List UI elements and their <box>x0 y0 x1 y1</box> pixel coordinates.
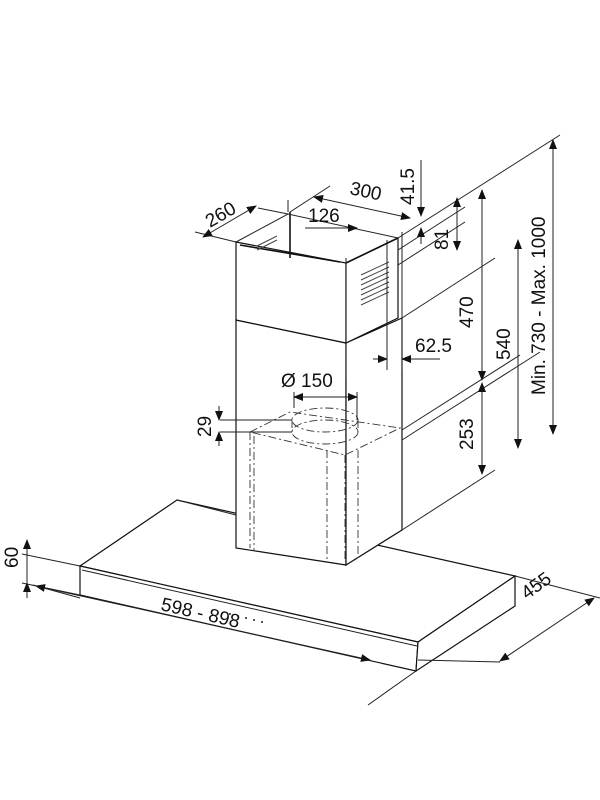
dimension-lines <box>23 139 595 662</box>
upper-chimney <box>235 212 399 344</box>
dim-lower-chimney: 253 <box>457 418 478 450</box>
dim-vent-position: 126 <box>308 206 340 227</box>
dim-canopy-height: 60 <box>2 547 23 568</box>
dim-chimney-width: 300 <box>348 178 383 205</box>
dim-outlet-height: 29 <box>195 416 216 437</box>
dim-wall-offset: 62.5 <box>415 336 452 357</box>
lower-chimney <box>235 317 403 567</box>
dim-top-offset: 41.5 <box>398 168 419 205</box>
vent-grille <box>256 235 390 306</box>
dim-vent-height: 81 <box>432 229 453 250</box>
dim-chimney-depth: 260 <box>202 198 240 232</box>
dim-mount-height: 540 <box>494 328 515 360</box>
dim-outlet-diameter: Ø 150 <box>281 371 333 392</box>
dim-upper-chimney: 470 <box>457 296 478 328</box>
dim-total-height: Min. 730 - Max. 1000 <box>529 217 550 395</box>
dim-depth: 455 <box>518 568 556 604</box>
